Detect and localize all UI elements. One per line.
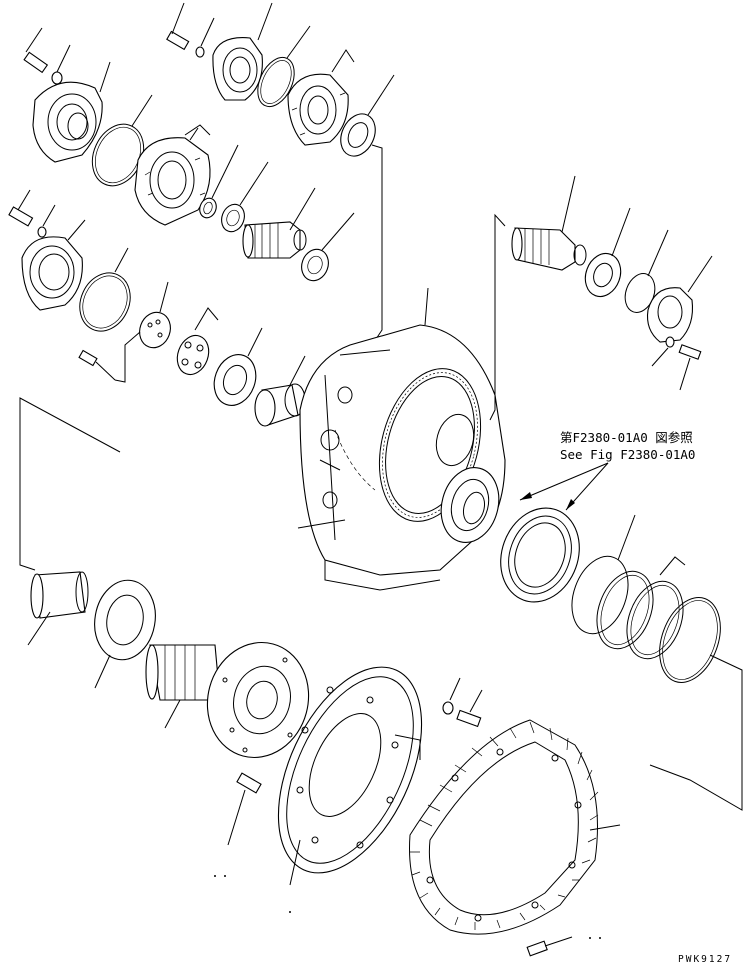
washer-bolt-lower-mid [442, 677, 483, 728]
leader-line-left [19, 397, 121, 571]
output-pinion-right [489, 175, 587, 421]
o-ring-mid-left [79, 247, 131, 332]
thrust-washer [139, 281, 171, 349]
bolt-mid-left [8, 189, 56, 238]
roller-bearing-mid [213, 327, 263, 406]
bearing-top-center [340, 74, 395, 346]
cover-flange-upper-left [32, 61, 111, 163]
cover-right-upper [646, 255, 713, 343]
retainer-plate-upper [134, 124, 211, 226]
planet-washer-set [176, 307, 219, 376]
figure-reference-note: 第F2380-01A0 図参照 See Fig F2380-01A0 [519, 430, 695, 511]
reference-text-en: See Fig F2380-01A0 [560, 447, 695, 462]
snap-rings-upper [199, 144, 269, 233]
final-drive-housing [297, 287, 506, 591]
dot-markers [214, 875, 601, 939]
bearing-small-upper [301, 212, 355, 282]
cover-top-center [212, 2, 273, 101]
bolt-track-bottom [526, 936, 573, 957]
bolt-lower-center [227, 772, 262, 846]
sleeve-lower-left [27, 571, 89, 646]
reference-text-jp: 第F2380-01A0 図参照 [560, 430, 693, 445]
cover-mid-left [21, 219, 86, 311]
floating-seal [500, 507, 580, 603]
bearing-lower-left [94, 579, 156, 689]
track-chain-segment [409, 719, 621, 935]
bolt-small-mid [78, 331, 141, 383]
sleeve-mid [254, 355, 306, 427]
pinion-shaft-upper [242, 187, 316, 259]
bolt-top-center [166, 2, 215, 58]
washer-bolt-right [651, 336, 702, 391]
bearing-right-upper [584, 207, 631, 298]
seal-rings-right [571, 514, 743, 811]
sprocket-ring [277, 666, 423, 886]
o-ring-top-center [257, 25, 311, 108]
retainer-plate-top [287, 49, 355, 146]
sprocket-hub-shaft [145, 641, 310, 759]
bolt-upper-left [23, 27, 71, 85]
drawing-code: PWK9127 [678, 954, 732, 965]
